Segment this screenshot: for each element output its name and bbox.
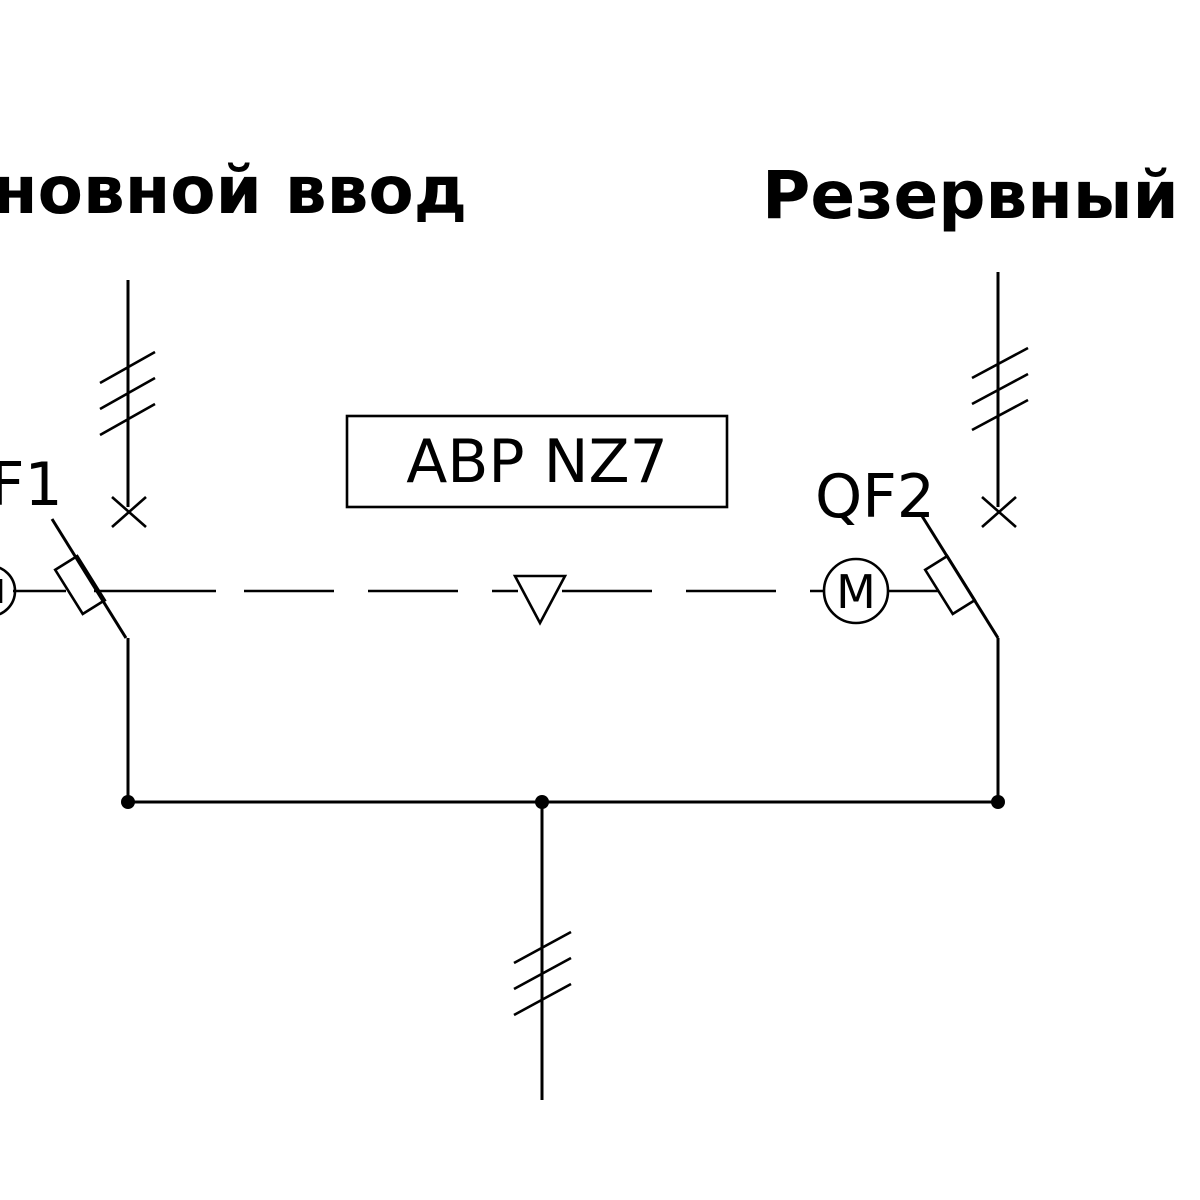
motor-label: M xyxy=(836,565,876,619)
breaker-f1-release xyxy=(53,554,107,616)
main-input-feeder xyxy=(99,280,156,528)
breaker-qf2 xyxy=(920,515,1000,802)
common-busbar xyxy=(121,795,1005,809)
ats-label: ABP NZ7 xyxy=(406,427,668,497)
main-input-heading: новной ввод xyxy=(0,152,467,229)
busbar-node-left xyxy=(121,795,135,809)
main-input-three-phase-mark xyxy=(99,350,156,437)
reserve-input-heading: Резервный ввод xyxy=(762,157,1200,234)
busbar-node-right xyxy=(991,795,1005,809)
breaker-qf2-release xyxy=(923,554,977,616)
main-input-disconnect-cross xyxy=(111,496,147,528)
breaker-f1 xyxy=(50,518,130,802)
ats-label-box: ABP NZ7 xyxy=(345,414,729,509)
reserve-input-feeder xyxy=(971,272,1029,528)
load-output-three-phase-mark xyxy=(513,930,572,1017)
motor-drive-left xyxy=(0,566,17,616)
reserve-input-disconnect-cross xyxy=(981,496,1017,528)
breaker-f1-label: F1 xyxy=(0,450,63,520)
breaker-f1-blade xyxy=(50,518,128,639)
load-output-feeder xyxy=(513,802,572,1100)
reserve-input-three-phase-mark xyxy=(971,346,1029,432)
motor-drive: M xyxy=(822,557,890,625)
breaker-qf2-label: QF2 xyxy=(815,462,935,532)
interlock-direction-triangle xyxy=(512,574,568,626)
